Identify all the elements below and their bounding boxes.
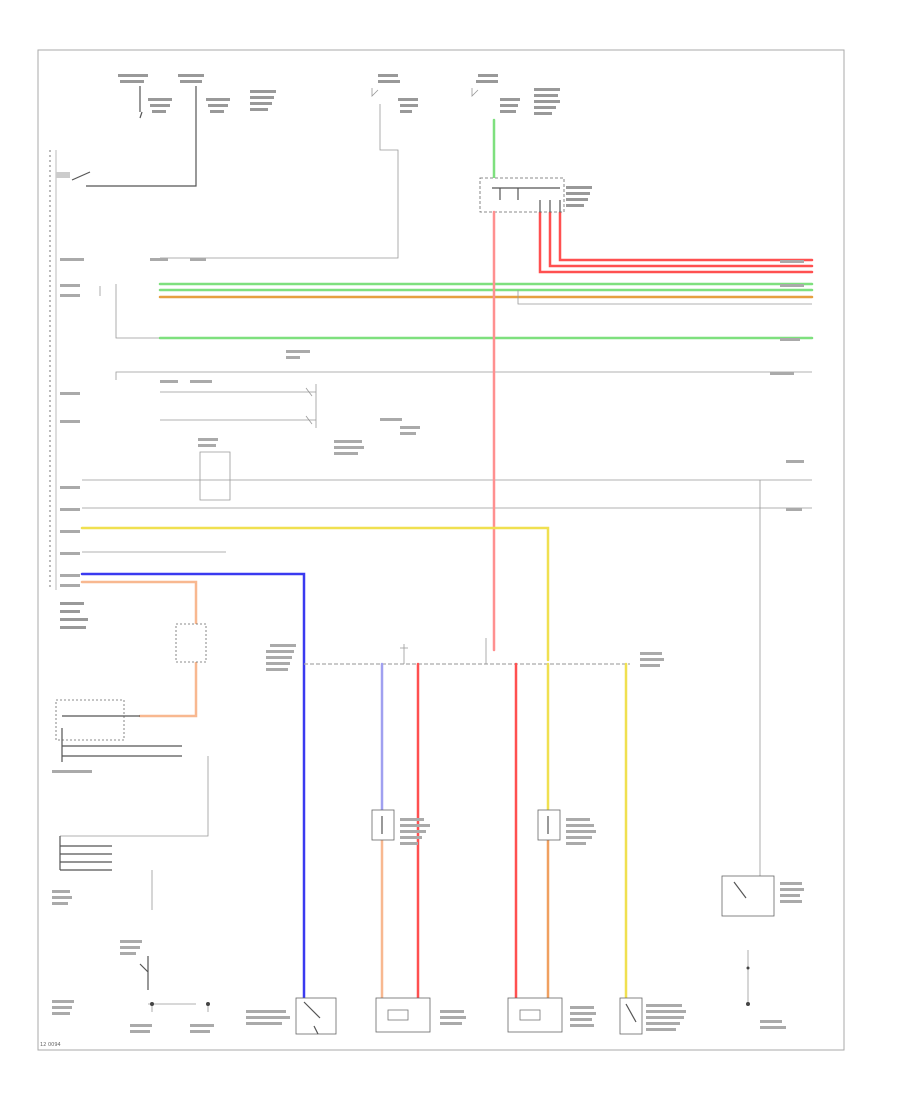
diagram-frame	[37, 49, 845, 1051]
top-relay	[479, 177, 592, 213]
left-mid-components	[55, 623, 210, 1012]
footer-code: 12 0094	[40, 1042, 61, 1048]
branch-wires	[380, 662, 628, 1002]
top-labels	[118, 74, 560, 115]
red-wire-1	[538, 210, 814, 274]
label-marks	[52, 258, 804, 1033]
door-switch-right	[537, 809, 561, 841]
source-lines	[100, 86, 479, 259]
harness-wires	[82, 118, 814, 880]
bottom-components	[295, 875, 775, 1035]
junction-connector	[304, 638, 630, 665]
door-switch-left	[371, 809, 395, 841]
left-ecu-block	[49, 150, 100, 629]
blue-wire	[80, 572, 306, 1002]
yellow-wire	[80, 526, 550, 662]
red-wire-3	[558, 210, 814, 262]
red-wire-2	[548, 210, 814, 268]
